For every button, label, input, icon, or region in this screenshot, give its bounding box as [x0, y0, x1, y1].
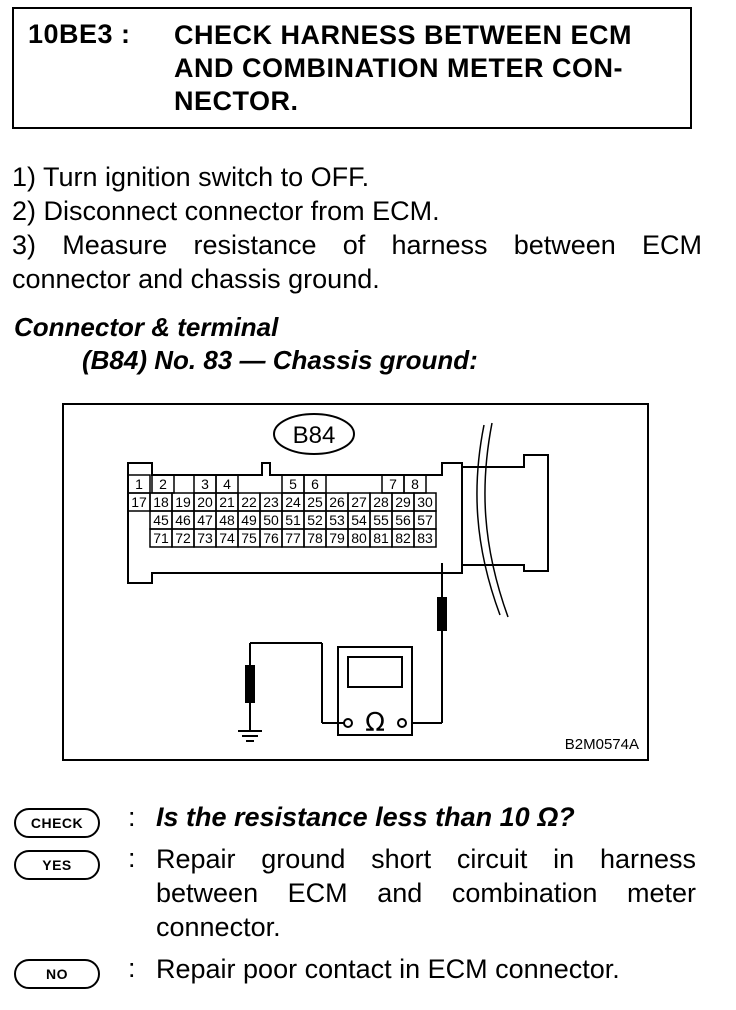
terminal-17: 17: [131, 494, 147, 510]
meter-symbol: Ω: [365, 708, 385, 738]
page-title: CHECK HARNESS BETWEEN ECM AND COMBINATIO…: [174, 20, 633, 116]
yes-answer: Repair ground short circuit in harness b…: [156, 844, 696, 942]
check-question: Is the resistance less than 10 Ω?: [156, 802, 575, 832]
step-code: 10BE3 :: [28, 19, 131, 49]
terminal-57: 57: [417, 512, 433, 528]
terminal-22: 22: [241, 494, 257, 510]
terminal-81: 81: [373, 530, 389, 546]
terminal-83-cell: [413, 528, 437, 548]
probe-red: [437, 597, 447, 631]
yes-colon: :: [128, 843, 136, 873]
terminal-78: 78: [307, 530, 323, 546]
no-badge: NO: [14, 959, 100, 989]
terminal-82: 82: [395, 530, 411, 546]
step-3: 3) Measure resistance of harness between…: [12, 230, 702, 294]
terminal-7: 7: [389, 476, 397, 492]
terminal-56: 56: [395, 512, 411, 528]
step-2: 2) Disconnect connector from ECM.: [12, 196, 440, 226]
terminal-23: 23: [263, 494, 279, 510]
terminal-50: 50: [263, 512, 279, 528]
terminal-52: 52: [307, 512, 323, 528]
terminal-73: 73: [197, 530, 213, 546]
step-1: 1) Turn ignition switch to OFF.: [12, 162, 370, 192]
terminal-53: 53: [329, 512, 345, 528]
probe-black: [245, 665, 255, 703]
terminal-27: 27: [351, 494, 367, 510]
terminal-24: 24: [285, 494, 301, 510]
terminal-6: 6: [311, 476, 319, 492]
terminal-55: 55: [373, 512, 389, 528]
terminal-2: 2: [159, 476, 167, 492]
cut-line-2: [484, 422, 509, 618]
terminal-74: 74: [219, 530, 235, 546]
meter-display: [347, 656, 403, 688]
no-answer: Repair poor contact in ECM connector.: [156, 954, 620, 984]
terminal-3: 3: [201, 476, 209, 492]
terminal-46: 46: [175, 512, 191, 528]
terminal-79: 79: [329, 530, 345, 546]
check-badge: CHECK: [14, 808, 100, 838]
terminal-20: 20: [197, 494, 213, 510]
terminal-48: 48: [219, 512, 235, 528]
terminal-47: 47: [197, 512, 213, 528]
terminal-5: 5: [289, 476, 297, 492]
meter-terminal-right: [397, 718, 407, 728]
terminal-26: 26: [329, 494, 345, 510]
terminal-29: 29: [395, 494, 411, 510]
terminal-18: 18: [153, 494, 169, 510]
connector-label: B84: [293, 422, 336, 449]
terminal-77: 77: [285, 530, 301, 546]
terminal-30: 30: [417, 494, 433, 510]
terminal-28: 28: [373, 494, 389, 510]
terminal-8: 8: [411, 476, 419, 492]
terminal-49: 49: [241, 512, 257, 528]
procedure-steps: 1) Turn ignition switch to OFF. 2) Disco…: [12, 160, 702, 296]
figure-code: B2M0574A: [564, 736, 639, 753]
connector-detail: (B84) No. 83 — Chassis ground:: [82, 345, 478, 375]
connector-latch: [462, 454, 549, 572]
terminal-75: 75: [241, 530, 257, 546]
check-colon: :: [128, 802, 136, 832]
meter-terminal-left: [343, 718, 353, 728]
terminal-72: 72: [175, 530, 191, 546]
terminal-4: 4: [223, 476, 231, 492]
terminal-45: 45: [153, 512, 169, 528]
title-box: 10BE3 : CHECK HARNESS BETWEEN ECM AND CO…: [12, 7, 692, 129]
cut-line-1: [476, 424, 501, 616]
terminal-76: 76: [263, 530, 279, 546]
terminal-71: 71: [153, 530, 169, 546]
terminal-25: 25: [307, 494, 323, 510]
connector-label-ellipse: [273, 413, 355, 455]
connector-heading: Connector & terminal: [14, 312, 279, 342]
terminal-19: 19: [175, 494, 191, 510]
connector-housing: [127, 462, 463, 584]
terminal-1: 1: [135, 476, 143, 492]
terminal-21: 21: [219, 494, 235, 510]
terminal-54: 54: [351, 512, 367, 528]
terminal-51: 51: [285, 512, 301, 528]
terminal-80: 80: [351, 530, 367, 546]
yes-badge: YES: [14, 850, 100, 880]
terminal-83: 83: [417, 530, 433, 546]
no-colon: :: [128, 953, 136, 983]
